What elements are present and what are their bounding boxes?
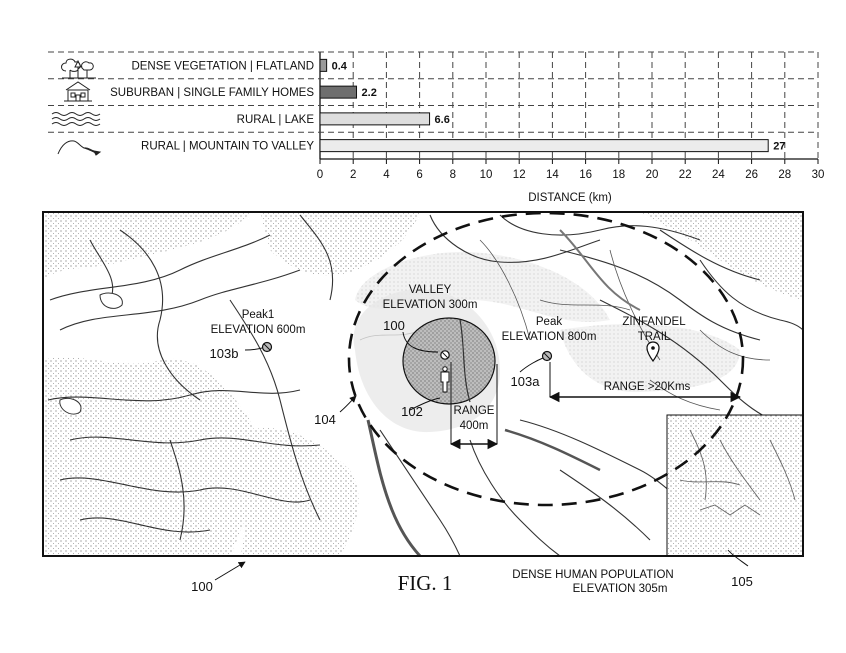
ref-103b: 103b (210, 346, 239, 361)
chart-x-axis-label: DISTANCE (km) (528, 192, 612, 204)
dense-population-area (666, 414, 804, 557)
chart-tick-label: 10 (480, 169, 493, 181)
mountain-icon (57, 140, 102, 156)
chart-tick-label: 26 (745, 169, 758, 181)
near-range-label: RANGE (454, 405, 495, 417)
trees-icon (61, 58, 96, 79)
chart-bar (319, 112, 431, 126)
map-labels: VALLEY ELEVATION 300m Peak1 ELEVATION 60… (211, 284, 691, 595)
chart-category-label: DENSE VEGETATION | FLATLAND (131, 60, 314, 72)
figure-caption: FIG. 1 (398, 571, 453, 595)
peak-elevation-label: ELEVATION 800m (502, 331, 597, 343)
reference-numerals: 100 102 103a 103b 104 105 100 (191, 318, 753, 594)
ref-100-user: 100 (383, 318, 405, 333)
water-waves-icon (51, 112, 101, 126)
ref-104: 104 (314, 412, 336, 427)
peak1-label: Peak1 (242, 309, 275, 321)
chart-value-label: 6.6 (435, 114, 450, 126)
near-range-value-label: 400m (460, 420, 489, 432)
chart-category-label: SUBURBAN | SINGLE FAMILY HOMES (110, 87, 314, 99)
trail-name-label: ZINFANDEL (622, 316, 686, 328)
map-frame (42, 211, 804, 557)
ref-105: 105 (731, 574, 753, 589)
far-range-label: RANGE >20Kms (604, 381, 691, 393)
chart-bar (319, 139, 769, 153)
peak1-marker-icon (261, 341, 273, 353)
ref-102: 102 (401, 404, 423, 419)
peak1-elevation-label: ELEVATION 600m (211, 324, 306, 336)
chart-category-label: RURAL | LAKE (237, 114, 315, 126)
chart-tick-label: 18 (612, 169, 625, 181)
chart-value-label: 2.2 (362, 87, 377, 99)
ref-100-figure: 100 (191, 579, 213, 594)
chart-bar (319, 58, 328, 72)
peak-marker-icon (541, 350, 553, 362)
chart-tick-label: 2 (350, 169, 356, 181)
peak-label: Peak (536, 316, 562, 328)
chart-value-label: 0.4 (332, 60, 348, 72)
chart-tick-label: 14 (546, 169, 559, 181)
dense-population-elevation-label: ELEVATION 305m (573, 583, 668, 595)
chart-bars: 0.4 2.2 6.6 27 (319, 58, 785, 153)
chart-bar (319, 85, 358, 99)
chart-value-label: 27 (773, 141, 785, 153)
chart-tick-label: 16 (579, 169, 592, 181)
valley-elevation-label: ELEVATION 300m (383, 299, 478, 311)
chart-tick-label: 0 (317, 169, 323, 181)
trail-pin-icon (646, 341, 660, 363)
chart-tick-label: 20 (646, 169, 659, 181)
chart-tick-label: 30 (812, 169, 825, 181)
house-icon (64, 81, 92, 102)
chart-category-labels: DENSE VEGETATION | FLATLAND SUBURBAN | SI… (110, 60, 314, 152)
chart-tick-label: 12 (513, 169, 526, 181)
dense-population-texture (679, 429, 796, 516)
user-location-icon (440, 350, 450, 393)
chart-tick-label: 6 (416, 169, 422, 181)
dense-population-label: DENSE HUMAN POPULATION (512, 569, 673, 581)
ref-103a: 103a (511, 374, 541, 389)
chart-tick-label: 28 (778, 169, 791, 181)
chart-tick-label: 24 (712, 169, 725, 181)
distance-bar-chart: 0.4 2.2 6.6 27 DENSE VEGETATION | FLATLAND S… (48, 51, 825, 204)
chart-tick-label: 8 (450, 169, 456, 181)
chart-tick-label: 22 (679, 169, 692, 181)
chart-row-dividers (48, 51, 818, 160)
chart-category-label: RURAL | MOUNTAIN TO VALLEY (141, 141, 314, 153)
far-range-boundary (347, 211, 745, 507)
chart-tick-label: 4 (383, 169, 390, 181)
valley-label: VALLEY (409, 284, 452, 296)
terrain-map: VALLEY ELEVATION 300m Peak1 ELEVATION 60… (42, 211, 804, 595)
near-range-zone (402, 317, 496, 405)
trail-label: TRAIL (638, 331, 671, 343)
